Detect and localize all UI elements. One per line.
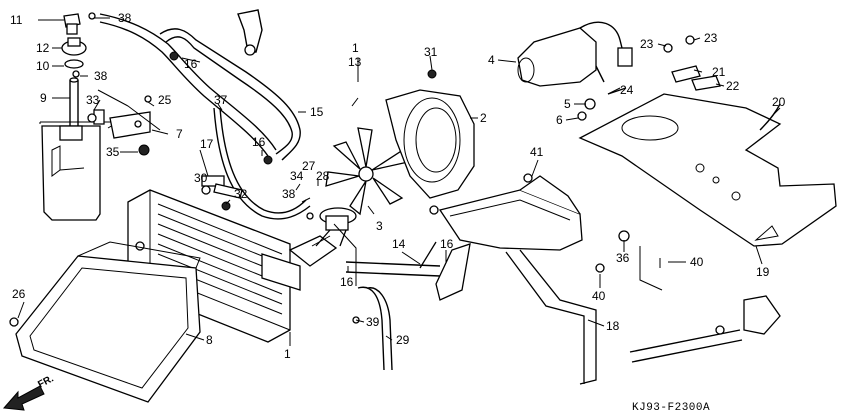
- callout-16-c: 16: [440, 237, 454, 251]
- callout-37: 37: [214, 93, 228, 107]
- callout-31: 31: [424, 45, 438, 59]
- callout-7: 7: [176, 127, 183, 141]
- callout-35: 35: [106, 145, 120, 159]
- callout-12: 12: [36, 41, 50, 55]
- callout-18: 18: [606, 319, 620, 333]
- callout-33: 33: [86, 93, 100, 107]
- callout-2: 2: [480, 111, 487, 125]
- frame-bracket: [419, 173, 630, 385]
- callout-21: 21: [712, 65, 726, 79]
- callout-39: 39: [366, 315, 380, 329]
- callout-20: 20: [772, 95, 786, 109]
- callout-24: 24: [620, 83, 634, 97]
- callout-36: 36: [616, 251, 630, 265]
- callout-11: 11: [10, 13, 23, 27]
- callout-29: 29: [396, 333, 410, 347]
- callout-34: 34: [290, 169, 304, 183]
- callout-30: 30: [194, 171, 208, 185]
- callout-16-d: 16: [340, 275, 354, 289]
- callout-1-radiator: 1: [284, 347, 291, 361]
- callout-13: 13: [348, 55, 362, 69]
- radiator-cap: [306, 207, 357, 247]
- front-direction-arrow: FR.: [2, 373, 56, 411]
- callout-19: 19: [756, 265, 770, 279]
- under-cover: [578, 93, 837, 247]
- motor-fasteners: [577, 35, 721, 121]
- callout-41: 41: [530, 145, 544, 159]
- callout-23-left: 23: [640, 37, 654, 51]
- lower-hoses: [345, 261, 781, 371]
- callout-40-left: 40: [592, 289, 606, 303]
- callout-38-low: 38: [282, 187, 296, 201]
- callout-25: 25: [158, 93, 172, 107]
- callout-9: 9: [40, 91, 47, 105]
- tank-bracket: [87, 95, 152, 156]
- callout-6: 6: [556, 113, 563, 127]
- radiator: [127, 189, 338, 343]
- callout-1-top: 1: [352, 41, 359, 55]
- direction-label: FR.: [36, 373, 56, 390]
- callout-4: 4: [488, 53, 495, 67]
- callout-38-mid: 38: [94, 69, 108, 83]
- callout-14: 14: [392, 237, 406, 251]
- callout-10: 10: [36, 59, 50, 73]
- callout-28: 28: [316, 169, 330, 183]
- callout-8: 8: [206, 333, 213, 347]
- fan-shroud: [385, 69, 475, 199]
- callout-15: 15: [310, 105, 324, 119]
- leader-lines: [17, 17, 781, 346]
- callout-17: 17: [200, 137, 214, 151]
- reserve-tank-cap: [61, 12, 96, 78]
- cooling-fan: [325, 127, 409, 216]
- fan-motor: [517, 21, 633, 87]
- callout-40-right: 40: [690, 255, 704, 269]
- callout-16-a: 16: [184, 57, 198, 71]
- reserve-tank-tube: [69, 77, 79, 128]
- callout-labels: 11 38 12 10 38 9 33 25 7 35 16 37 15 16 …: [10, 11, 786, 361]
- lower-shroud: [9, 241, 201, 403]
- callout-5: 5: [564, 97, 571, 111]
- overflow-tube: [213, 107, 311, 220]
- drawing-code: KJ93-F2300A: [632, 402, 710, 414]
- callout-3: 3: [376, 219, 383, 233]
- reserve-tank: [40, 109, 120, 221]
- callout-16-b: 16: [252, 135, 266, 149]
- callout-27: 27: [302, 159, 316, 173]
- callout-22: 22: [726, 79, 740, 93]
- callout-38-top: 38: [118, 11, 132, 25]
- callout-26: 26: [12, 287, 26, 301]
- callout-23-right: 23: [704, 31, 718, 45]
- siphon-hose: [99, 9, 301, 165]
- callout-32: 32: [234, 187, 248, 201]
